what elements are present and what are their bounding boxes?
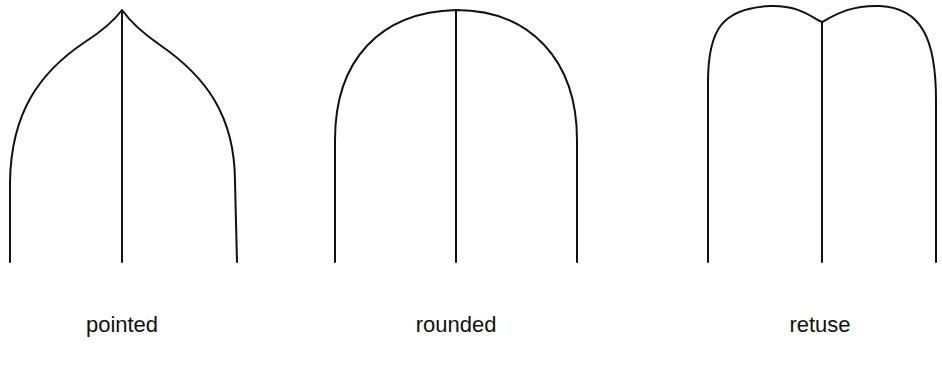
- midrib: [821, 22, 823, 262]
- shape-label: rounded: [416, 314, 497, 336]
- shape-label: pointed: [86, 314, 158, 336]
- midrib: [455, 10, 457, 262]
- midrib: [121, 12, 123, 262]
- pointed-apex-outline: [10, 10, 237, 262]
- retuse-apex-outline: [708, 6, 936, 262]
- rounded-apex-outline: [335, 10, 577, 262]
- shape-label: retuse: [789, 314, 850, 336]
